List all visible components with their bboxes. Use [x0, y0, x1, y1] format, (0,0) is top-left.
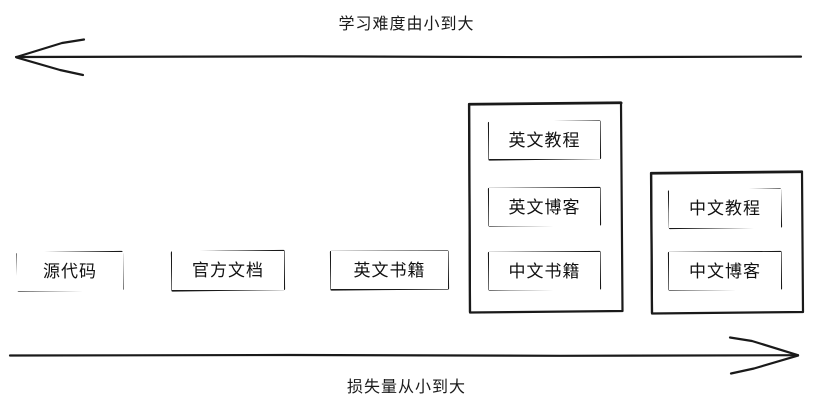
item-box-english-blogs[interactable]: 英文博客 [489, 188, 600, 226]
item-box-chinese-books[interactable]: 中文书籍 [489, 252, 600, 290]
item-label: 源代码 [43, 262, 97, 281]
item-label: 中文教程 [689, 199, 761, 218]
item-box-chinese-blogs[interactable]: 中文博客 [669, 252, 781, 290]
item-label: 英文博客 [508, 197, 581, 217]
item-label: 英文教程 [508, 130, 581, 150]
bottom-axis-label: 损失量从小到大 [346, 379, 466, 396]
item-label: 中文书籍 [508, 261, 581, 281]
item-box-source-code[interactable]: 源代码 [17, 252, 123, 291]
group-outline-4 [467, 101, 624, 314]
top-axis-arrow [14, 38, 803, 77]
item-box-official-docs[interactable]: 官方文档 [172, 251, 284, 290]
bottom-axis-arrow [8, 336, 800, 375]
item-box-english-books[interactable]: 英文书籍 [331, 251, 448, 289]
group-outline-5 [649, 170, 805, 315]
item-box-chinese-tutorials[interactable]: 中文教程 [669, 189, 781, 228]
item-box-english-tutorials[interactable]: 英文教程 [489, 121, 600, 159]
item-label: 官方文档 [192, 261, 264, 280]
top-axis-label: 学习难度由小到大 [338, 16, 475, 33]
item-label: 中文博客 [689, 261, 761, 281]
item-label: 英文书籍 [353, 260, 426, 280]
